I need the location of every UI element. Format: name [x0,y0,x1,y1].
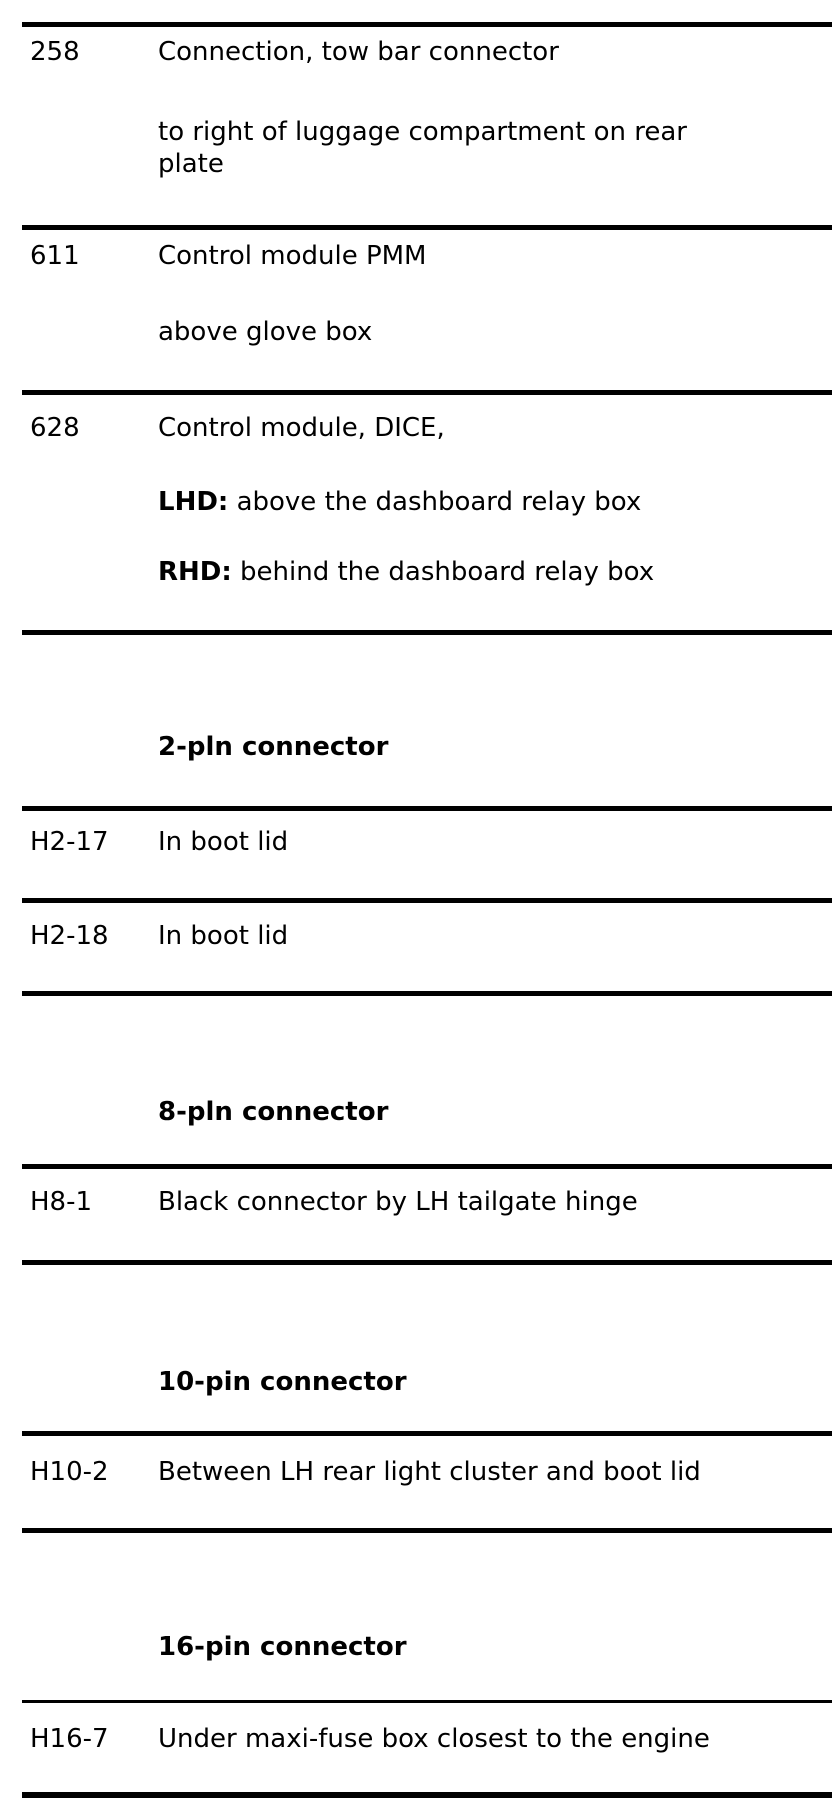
connector-location: Under maxi-fuse box closest to the engin… [158,1724,710,1754]
lhd-text: above the dashboard relay box [228,487,642,517]
section-divider [22,390,832,395]
connector-code: H10-2 [30,1457,109,1487]
connector-location: Black connector by LH tailgate hinge [158,1187,638,1217]
component-code: 628 [30,413,80,443]
section-divider [22,1260,832,1265]
connector-location: In boot lid [158,921,289,951]
row-divider [22,806,832,811]
component-code: 258 [30,37,80,67]
component-location: above glove box [158,317,373,347]
lhd-label: LHD: [158,487,229,517]
connector-section-heading: 16-pin connector [158,1632,407,1662]
connector-section-heading: 8-pln connector [158,1097,389,1127]
section-divider [22,1792,832,1798]
row-divider [22,1700,832,1703]
component-location: to right of luggage compartment on rear … [158,117,687,179]
connector-code: H2-17 [30,827,109,857]
section-divider [22,991,832,996]
component-location-rhd: RHD: behind the dashboard relay box [158,556,758,588]
connector-location: In boot lid [158,827,289,857]
connector-section-heading: 2-pln connector [158,732,389,762]
component-title: Control module PMM [158,241,427,271]
component-code: 611 [30,241,80,271]
component-title: Connection, tow bar connector [158,37,559,67]
connector-section-heading: 10-pin connector [158,1367,407,1397]
section-divider [22,630,832,635]
section-divider [22,225,832,230]
row-divider [22,1431,832,1436]
section-divider [22,1528,832,1533]
rhd-text: behind the dashboard relay box [231,557,655,587]
connector-code: H2-18 [30,921,109,951]
row-divider [22,898,832,903]
component-title: Control module, DICE, [158,413,445,443]
component-location-lhd: LHD: above the dashboard relay box [158,486,758,518]
rhd-label: RHD: [158,557,232,587]
connector-code: H8-1 [30,1187,93,1217]
connector-code: H16-7 [30,1724,109,1754]
row-divider [22,1164,832,1169]
section-divider [22,22,832,27]
connector-location: Between LH rear light cluster and boot l… [158,1457,701,1487]
